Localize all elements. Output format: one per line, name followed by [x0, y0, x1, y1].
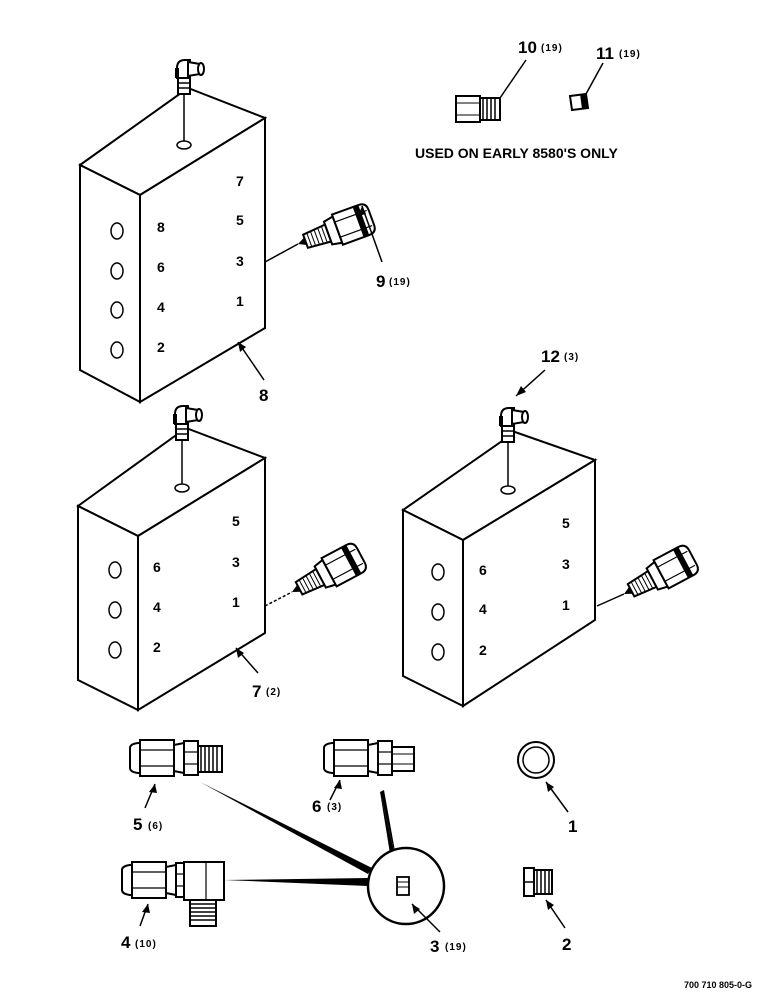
callout-8: 8 — [259, 386, 268, 405]
callout-9-number: 9 — [376, 272, 385, 291]
callout-7-number: 7 — [252, 682, 261, 701]
elbow-adapter-4 — [121, 861, 225, 927]
fitting-10 — [455, 59, 527, 123]
callout-10-qty: (19) — [541, 43, 563, 54]
callout-6-number: 6 — [312, 797, 321, 816]
callout-7-qty: (2) — [266, 687, 281, 698]
hose-fitting-block-12 — [615, 542, 702, 610]
block-7-port-5: 5 — [232, 513, 240, 529]
block-7-port-1: 1 — [232, 594, 240, 610]
block-8-port-7: 7 — [236, 173, 244, 189]
callout-5: 5 (6) — [133, 815, 163, 834]
callout-4-number: 4 — [121, 933, 131, 952]
block-8-port-2: 2 — [157, 339, 165, 355]
callout-9-qty: (19) — [389, 277, 411, 288]
callout-11: 11 (19) — [596, 44, 641, 63]
adapter-6 — [323, 739, 415, 777]
callout-3-number: 3 — [430, 937, 439, 956]
block-12-port-2: 2 — [479, 642, 487, 658]
drawing-number: 700 710 805-0-G — [684, 980, 752, 990]
block-8-port-6: 6 — [157, 259, 165, 275]
block-12-port-4: 4 — [479, 601, 487, 617]
grease-fitting-block-8 — [175, 58, 206, 96]
block-7-port-4: 4 — [153, 599, 161, 615]
callout-12-number: 12 — [541, 347, 560, 366]
callout-3: 3 (19) — [430, 937, 467, 956]
callout-5-qty: (6) — [148, 821, 163, 832]
block-8-port-8: 8 — [157, 219, 165, 235]
hose-fitting-block-7 — [283, 540, 370, 608]
block-12-port-5: 5 — [562, 515, 570, 531]
o-ring-1 — [517, 741, 555, 779]
block-7-port-6: 6 — [153, 559, 161, 575]
callout-4: 4 (10) — [121, 933, 157, 952]
callout-3-qty: (19) — [445, 942, 467, 953]
plug-2 — [523, 867, 553, 897]
callout-6-qty: (3) — [327, 802, 342, 813]
callout-11-qty: (19) — [619, 49, 641, 60]
callout-2: 2 — [562, 935, 571, 954]
callout-12: 12 (3) — [541, 347, 579, 366]
callout-9: 9 (19) — [376, 272, 411, 291]
plug-11 — [568, 62, 604, 112]
block-12-port-3: 3 — [562, 556, 570, 572]
callout-10: 10 (19) — [518, 38, 563, 57]
callout-10-number: 10 — [518, 38, 537, 57]
block-7-port-3: 3 — [232, 554, 240, 570]
callout-12-qty: (3) — [564, 352, 579, 363]
callout-7: 7 (2) — [252, 682, 281, 701]
block-12-port-6: 6 — [479, 562, 487, 578]
callout-1: 1 — [568, 817, 577, 836]
manifold-block-8: 7 5 3 1 8 6 4 2 — [78, 86, 268, 404]
callout-5-number: 5 — [133, 815, 142, 834]
usage-note: USED ON EARLY 8580'S ONLY — [415, 145, 618, 161]
block-8-port-4: 4 — [157, 299, 165, 315]
block-8-port-3: 3 — [236, 253, 244, 269]
adapter-5 — [129, 739, 223, 777]
callout-6: 6 (3) — [312, 797, 342, 816]
callout-11-number: 11 — [596, 44, 614, 63]
manifold-block-12: 5 3 1 6 4 2 — [401, 430, 598, 708]
block-8-port-1: 1 — [236, 293, 244, 309]
manifold-block-7: 5 3 1 6 4 2 — [76, 426, 268, 712]
callout-4-qty: (10) — [135, 939, 157, 950]
block-7-port-2: 2 — [153, 639, 161, 655]
magnified-detail-3 — [366, 846, 446, 926]
block-12-port-1: 1 — [562, 597, 570, 613]
block-8-port-5: 5 — [236, 212, 244, 228]
